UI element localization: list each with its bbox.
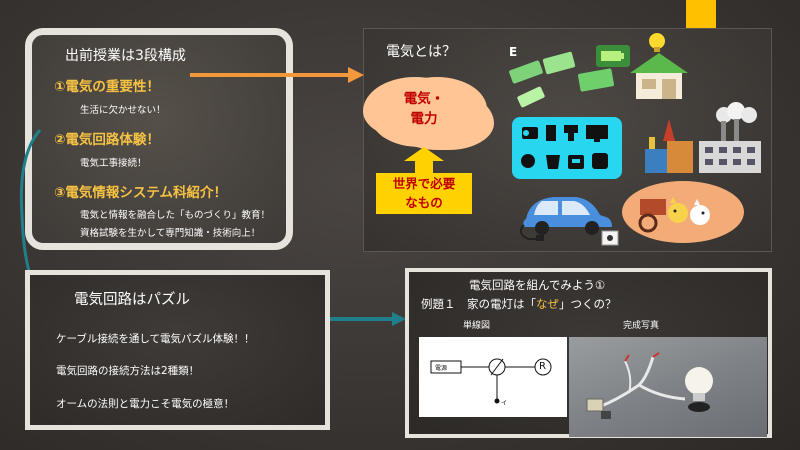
need-box: 世界で必要 なもの [376,173,472,214]
single-line-diagram-svg [430,358,552,404]
outline-title: 出前授業は3段構成 [65,48,186,64]
switch-symbol: イ [501,400,508,407]
example-highlight: なぜ [536,297,559,311]
arrow-to-electricity [190,67,364,83]
completed-photo [569,337,767,437]
outline-item-3-sub-2: 資格試験を生かして専門知識・技術向上！ [80,228,261,239]
puzzle-line-2: 電気回路の接続方法は2種類！ [56,365,200,377]
outline-item-3-sub-1: 電気と情報を融合した「ものづくり」教育！ [80,210,271,221]
e-label: E [509,45,518,59]
accent-bar-top-right [686,0,712,28]
up-arrow-stem [415,160,433,174]
cloud-text-line-2: 電力 [410,111,438,127]
example-suffix: 」つくの？ [559,297,617,311]
photo-label: 完成写真 [623,321,660,331]
completed-photo-svg [586,352,713,419]
puzzle-panel: 電気回路はパズル ケーブル接続を通して電気パズル体験！！ 電気回路の接続方法は2… [25,270,330,430]
circuit-panel: 電気回路を組んでみよう① 例題１ 家の電灯は「なぜ」つくの？ 単線図 完成写真 … [405,268,772,438]
factory-icon [645,102,761,173]
outline-item-3-heading: ③電気情報システム科紹介！ [54,185,228,201]
puzzle-title: 電気回路はパズル [74,292,190,308]
outline-panel: 出前授業は3段構成 ①電気の重要性！ 生活に欠かせない！ ②電気回路体験！ 電気… [25,28,293,250]
need-text-line-1: 世界で必要 [392,176,456,191]
house-icon [630,33,688,99]
single-line-diagram [419,337,567,417]
cat-wheel-icon [638,197,710,233]
up-arrow-icon [404,147,444,161]
lamp-symbol: R [539,361,546,372]
cloud-text-line-1: 電気・ [403,91,445,107]
electricity-panel: 電気とは？ 電気・ 電力 世界で必要 なもの E [363,28,772,252]
circuit-title: 電気回路を組んでみよう① [469,278,606,292]
diagram-label: 単線図 [463,321,491,331]
cloud-text: 電気・ 電力 [374,89,474,129]
outline-item-2-sub: 電気工事接続！ [80,158,147,169]
electricity-title: 電気とは？ [386,44,456,60]
outline-item-1-sub: 生活に欠かせない！ [80,105,166,116]
outline-item-1-heading: ①電気の重要性！ [54,79,160,95]
cloud-shape [371,81,479,147]
source-label: 電源 [435,365,448,372]
circuit-example: 例題１ 家の電灯は「なぜ」つくの？ [421,296,617,312]
example-prefix: 例題１ 家の電灯は「 [421,297,536,311]
puzzle-line-1: ケーブル接続を通して電気パズル体験！！ [56,333,255,345]
devices-icon [509,45,630,108]
puzzle-line-3: オームの法則と電力こそ電気の極意！ [56,398,235,410]
need-text-line-2: なもの [405,195,443,210]
car-icon [519,197,619,246]
outline-item-2-heading: ②電気回路体験！ [54,132,160,148]
accent-bar-top-right-2 [712,0,716,28]
appliances-icon [521,125,608,169]
